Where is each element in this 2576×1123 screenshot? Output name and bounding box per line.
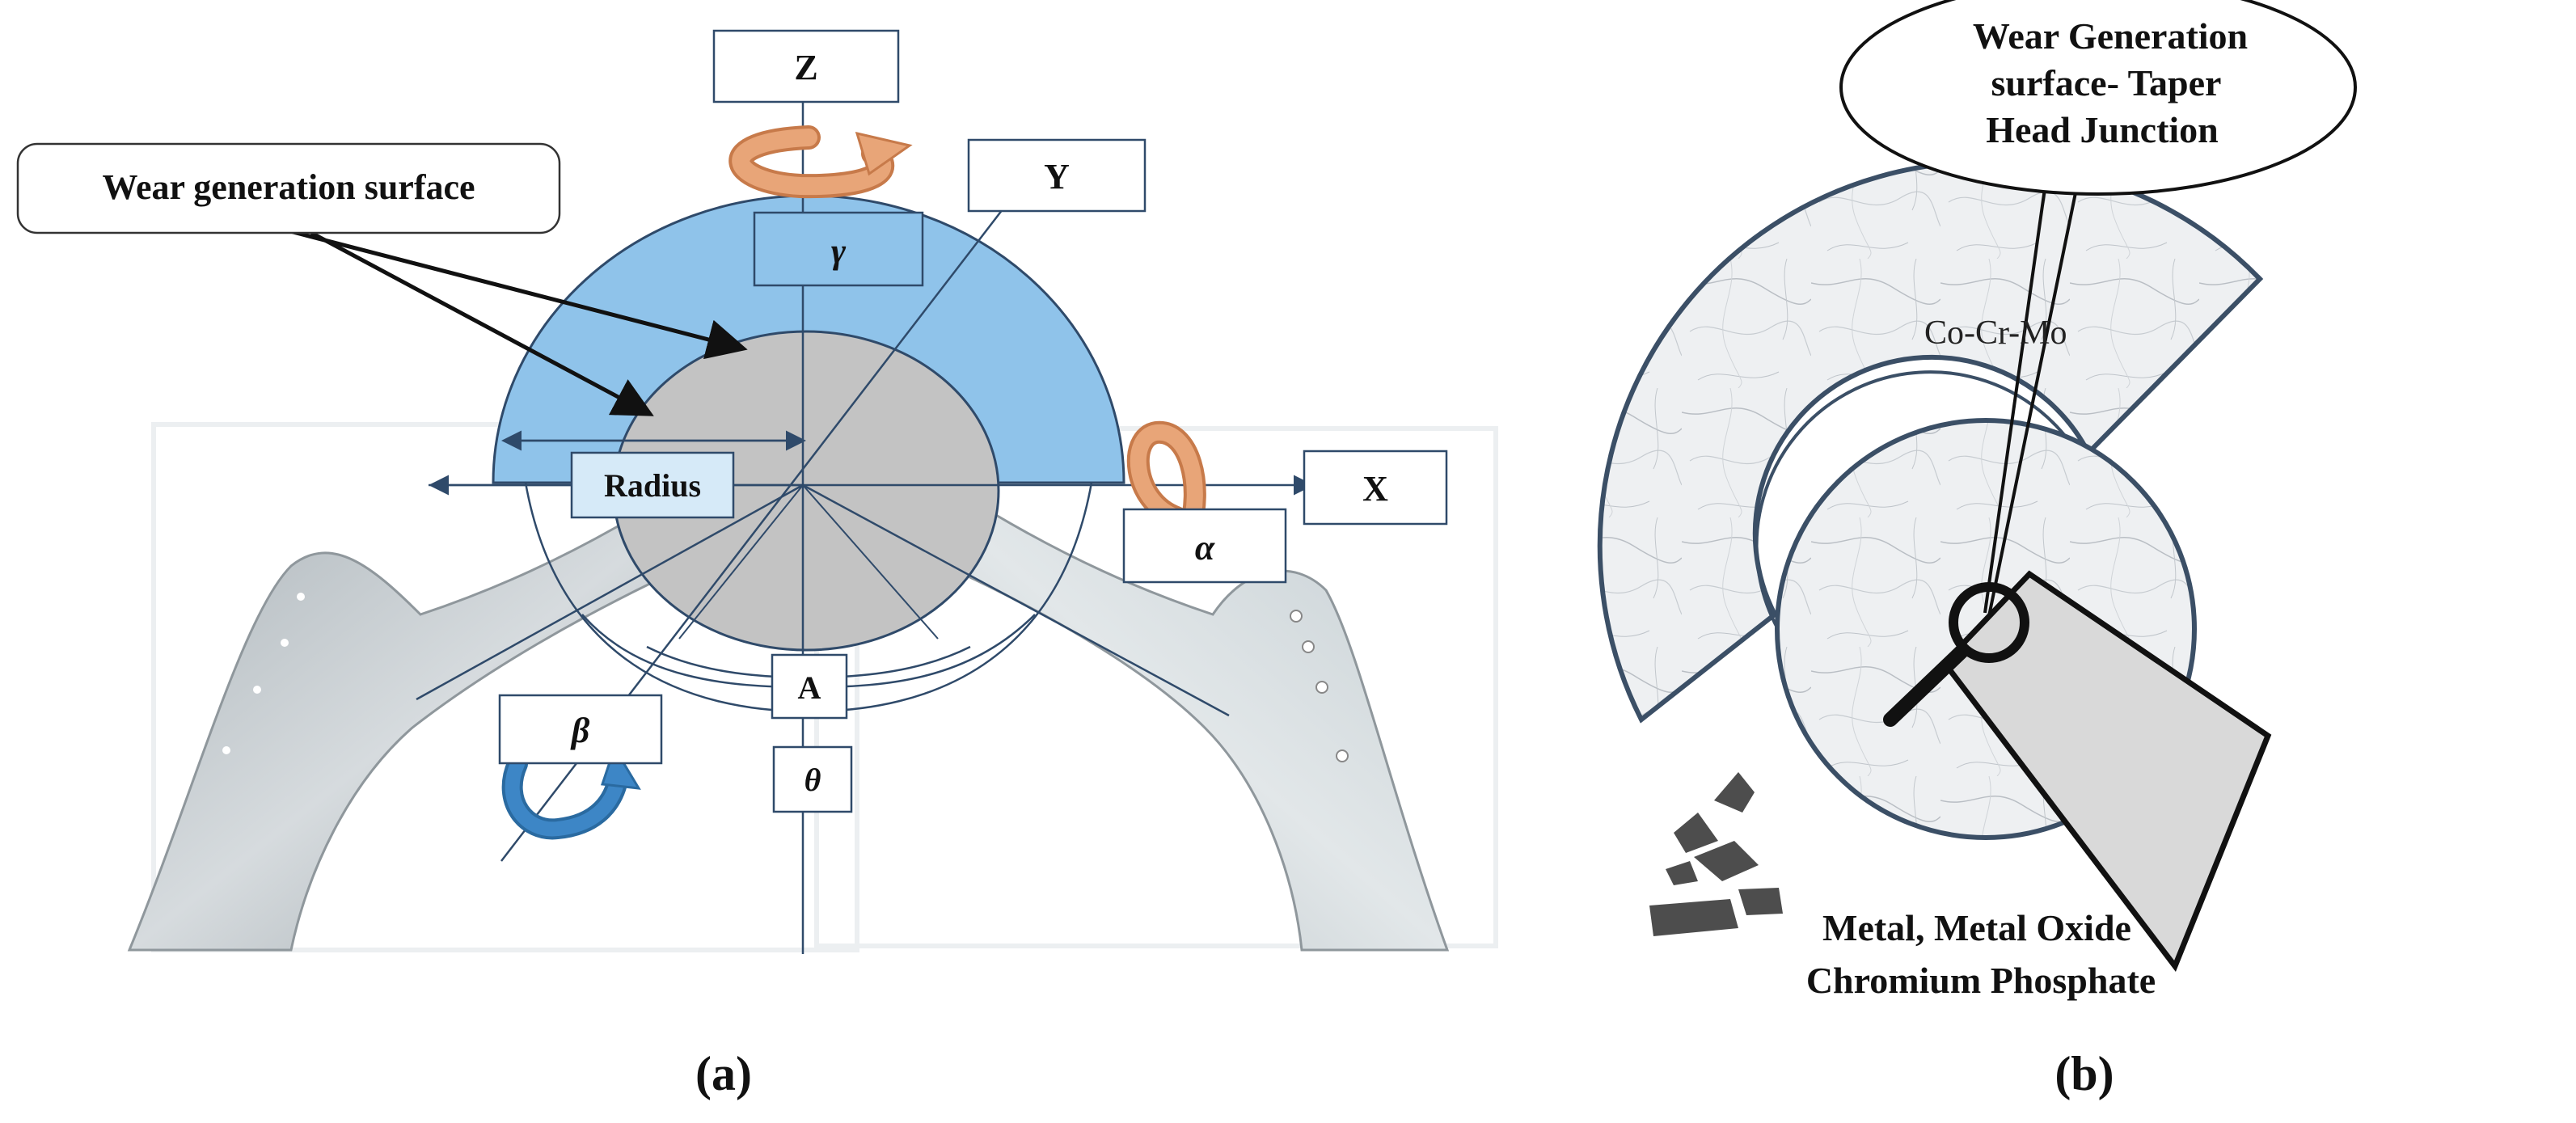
panel-a: Z Y X γ α β Radius A <box>16 29 1498 1100</box>
stem-hole <box>281 639 289 647</box>
wear-arrow-head <box>310 230 654 416</box>
label-angle-a: A <box>771 653 848 720</box>
debris-label-line1: Metal, Metal Oxide <box>1822 907 2131 948</box>
svg-text:β: β <box>570 711 590 750</box>
svg-text:Wear Generation: Wear Generation <box>1973 15 2248 57</box>
callout-bubble: Wear Generation surface- Taper Head Junc… <box>1839 0 2357 196</box>
label-y: Y <box>967 138 1147 213</box>
gap-outline <box>1755 370 2084 631</box>
callout-line <box>1983 125 2055 614</box>
stem-hole <box>297 593 305 601</box>
stem-right <box>944 508 1450 952</box>
stem-hole <box>1290 610 1303 623</box>
svg-text:Wear generation surface: Wear generation surface <box>102 167 475 207</box>
label-wear-generation: Wear generation surface <box>16 142 561 234</box>
caption-b: (b) <box>2054 1047 2114 1100</box>
panel-b: Wear Generation surface- Taper Head Junc… <box>1597 0 2357 1100</box>
taper <box>1940 570 2272 973</box>
svg-text:A: A <box>798 669 821 706</box>
svg-text:θ: θ <box>804 762 821 798</box>
stem-hole <box>253 686 261 694</box>
spoke <box>802 484 939 640</box>
svg-text:X: X <box>1362 469 1388 509</box>
label-theta: θ <box>772 745 853 813</box>
svg-text:α: α <box>1195 528 1215 568</box>
debris-particle-icon <box>1649 772 1783 936</box>
stem-hole <box>1315 681 1328 694</box>
gamma-rotation-icon <box>728 125 913 199</box>
cocrmo-shell <box>1597 159 2264 724</box>
label-x: X <box>1303 450 1448 526</box>
svg-text:Y: Y <box>1044 157 1070 196</box>
stem-hole <box>222 746 230 754</box>
spoke <box>678 484 804 640</box>
label-radius: Radius <box>570 451 735 519</box>
material-label: Co-Cr-Mo <box>1924 315 2067 352</box>
caption-a: (a) <box>695 1047 752 1100</box>
magnifier-icon <box>1883 582 2029 727</box>
neck-line-right <box>802 483 1230 717</box>
svg-text:Z: Z <box>794 48 817 87</box>
beta-rotation-icon <box>501 745 641 840</box>
stem-hole <box>1336 749 1349 762</box>
svg-text:Radius: Radius <box>604 467 701 504</box>
debris-label-line2: Chromium Phosphate <box>1806 960 2156 1001</box>
svg-text:γ: γ <box>831 231 847 271</box>
callout-line <box>1987 141 2088 617</box>
stem-hole <box>1302 640 1315 653</box>
wear-arrow-cup <box>286 228 748 360</box>
label-gamma: γ <box>753 211 924 287</box>
svg-text:surface- Taper: surface- Taper <box>1991 62 2222 103</box>
label-alpha: α <box>1122 508 1287 584</box>
label-z: Z <box>712 29 900 103</box>
label-beta: β <box>498 694 663 765</box>
svg-text:Head Junction: Head Junction <box>1986 109 2219 150</box>
neck-line-left <box>416 483 804 701</box>
